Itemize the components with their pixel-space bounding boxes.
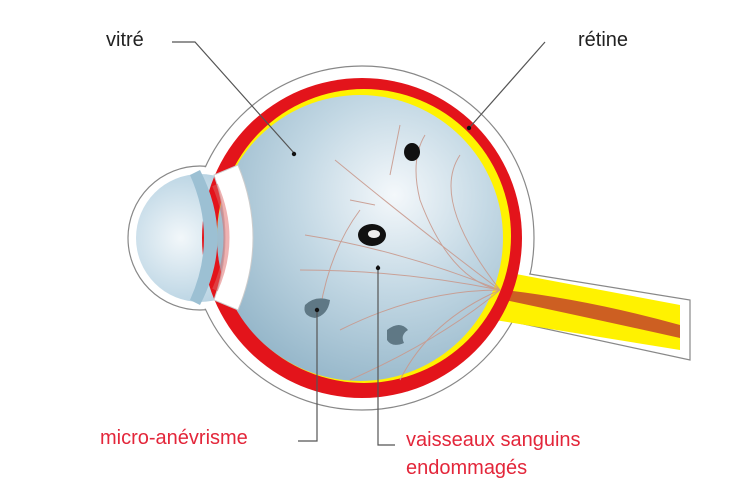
blood-vessels [299,124,501,381]
leader-lines [172,41,546,446]
label-vitre: vitré [106,29,144,51]
lens [190,164,254,311]
label-vaisseaux-line1: vaisseaux sanguins [406,429,581,451]
label-vaisseaux-line2: endommagés [406,457,528,479]
label-micro-anevrisme: micro-anévrisme [100,427,248,449]
lesion-hemorrhage [404,143,420,161]
lesion-spot [387,325,408,345]
label-retine: rétine [578,29,629,51]
